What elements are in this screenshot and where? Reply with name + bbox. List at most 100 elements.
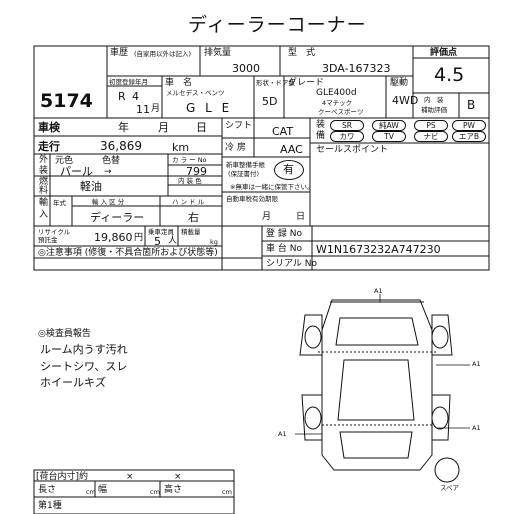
shift-value: CAT <box>272 125 294 138</box>
first-reg-label: 初度登録年月 <box>109 78 148 86</box>
notes-label: ◎注意事項 (修復・不具合箇所および状態等) <box>38 248 218 258</box>
grade-label: グレード <box>288 78 325 88</box>
equipment-leather: カワ <box>330 131 364 142</box>
cargo-times-2: × <box>174 472 182 482</box>
grade-line1: GLE400d <box>316 88 357 98</box>
doors-value: 5D <box>262 95 278 108</box>
mileage-unit: km <box>172 141 190 154</box>
tax-month-unit: 月 <box>262 212 272 222</box>
lot-number: 5174 <box>40 90 93 112</box>
grade-line3: クーペスポーツ <box>318 108 364 116</box>
chassis-label: 車 台 No <box>266 244 302 254</box>
manual-note: ※無車は一緒に保管下さい。 <box>230 183 314 191</box>
first-reg-era: R <box>118 90 126 103</box>
manual-label-2: (保証書付) <box>228 170 260 178</box>
equipment-pw: PW <box>452 120 486 131</box>
car-diagram <box>299 299 453 471</box>
score-label: 評価点 <box>430 48 458 58</box>
cargo-width-unit: cm <box>150 488 160 496</box>
inspector-line-3: ホイールキズ <box>40 376 106 389</box>
damage-mark-rear-right: A1 <box>472 424 481 432</box>
equipment-label-b: 備 <box>316 131 326 141</box>
color-arrow: → <box>104 167 112 177</box>
equipment-label-a: 装 <box>316 120 326 130</box>
damage-mark-front: A1 <box>374 287 383 295</box>
recycle-unit: 円 <box>134 233 144 243</box>
inner-color-label: 内 装 色 <box>178 177 202 185</box>
inspection-month-unit: 月 <box>158 121 169 134</box>
cargo-length-label: 長さ <box>38 485 57 495</box>
shift-label: シフト <box>225 121 253 131</box>
import-type-label: 輸 入 区 分 <box>92 198 125 206</box>
cargo-length-unit: cm <box>86 488 96 496</box>
mileage-value: 36,869 <box>100 139 142 153</box>
manual-label: 新車整備手帳 <box>226 161 265 169</box>
inspector-line-1: ルーム内うす汚れ <box>40 343 128 356</box>
import-label-b: 入 <box>39 210 49 220</box>
chassis-value: W1N1673232A747230 <box>316 243 441 256</box>
displacement-label: 排気量 <box>204 48 232 58</box>
color-change-label: 色替 <box>102 156 121 166</box>
equipment-navi: ナビ <box>414 131 448 142</box>
color-value: パール <box>60 165 93 178</box>
equipment-alloy-wheel: 純AW <box>372 120 406 131</box>
spare-label: スペア <box>440 484 460 492</box>
car-maker: メルセデス・ベンツ <box>166 89 225 97</box>
import-type-value: ディーラー <box>90 211 145 224</box>
cargo-label: [荷台内寸]約 <box>36 472 89 482</box>
handle-value: 右 <box>188 211 199 224</box>
color-side-label-b: 装 <box>39 166 49 176</box>
first-reg-month: 11 <box>136 103 150 116</box>
cargo-height-label: 高さ <box>164 485 183 495</box>
equipment-sr: SR <box>330 120 364 131</box>
manual-circle <box>274 160 304 180</box>
manual-value: 有 <box>283 163 294 176</box>
interior-sub-label: 補助評価 <box>421 106 447 114</box>
load-unit: kg <box>210 238 218 246</box>
sales-point-label: セールスポイント <box>316 145 389 155</box>
inspection-year-unit: 年 <box>118 121 129 134</box>
fuel-label-a: 燃 <box>39 177 49 187</box>
cargo-times-1: × <box>126 472 134 482</box>
aircon-label: 冷 房 <box>225 143 246 153</box>
tax-label: 自動車税有効期限 <box>226 195 278 203</box>
recycle-value: 19,860 <box>94 231 133 244</box>
serial-label: シリアル No <box>266 259 318 269</box>
history-note: (自家用以外は記入) <box>134 50 192 58</box>
cargo-height-unit: cm <box>222 488 232 496</box>
fuel-label-b: 料 <box>39 186 49 196</box>
inspection-label: 車検 <box>38 121 60 134</box>
damage-mark-right: A1 <box>472 360 481 368</box>
car-name-label: 車 名 <box>165 78 193 88</box>
equipment-tv: TV <box>372 131 406 142</box>
color-side-label-a: 外 <box>39 155 49 165</box>
fuel-value: 軽油 <box>80 180 102 193</box>
import-label-a: 輸 <box>39 198 49 208</box>
first-reg-month-unit: 月 <box>151 104 161 114</box>
cargo-width-label: 幅 <box>98 485 108 495</box>
color-code: 799 <box>186 165 207 178</box>
damage-mark-left: A1 <box>278 430 287 438</box>
handle-label: ハ ン ド ル <box>172 198 205 206</box>
recycle-label: リサイクル <box>38 228 71 236</box>
load-label: 積載量 <box>181 228 201 236</box>
inspector-line-2: シートシワ、スレ <box>40 360 128 373</box>
equipment-airbag: エアB <box>452 131 486 142</box>
registration-label: 登 録 No <box>266 229 302 239</box>
equipment-ps: PS <box>414 120 448 131</box>
score-value: 4.5 <box>434 64 465 86</box>
footer-text: 第1種 <box>38 501 62 511</box>
capacity-value: 5 <box>154 235 161 248</box>
page-title: ディーラーコーナー <box>188 14 367 36</box>
doors-label: 形状・ドア数 <box>256 79 295 87</box>
car-name: G L E <box>186 101 233 115</box>
inspector-label: ◎検査員報告 <box>38 329 91 339</box>
interior-label: 内 装 <box>424 96 444 104</box>
color-code-label: カ ラ ー No <box>172 156 207 164</box>
capacity-unit: 人 <box>168 236 178 246</box>
interior-value: B <box>467 98 476 112</box>
model-type-value: 3DA-167323 <box>322 62 391 75</box>
first-reg-year: 4 <box>132 90 139 103</box>
aircon-value: AAC <box>280 143 303 156</box>
